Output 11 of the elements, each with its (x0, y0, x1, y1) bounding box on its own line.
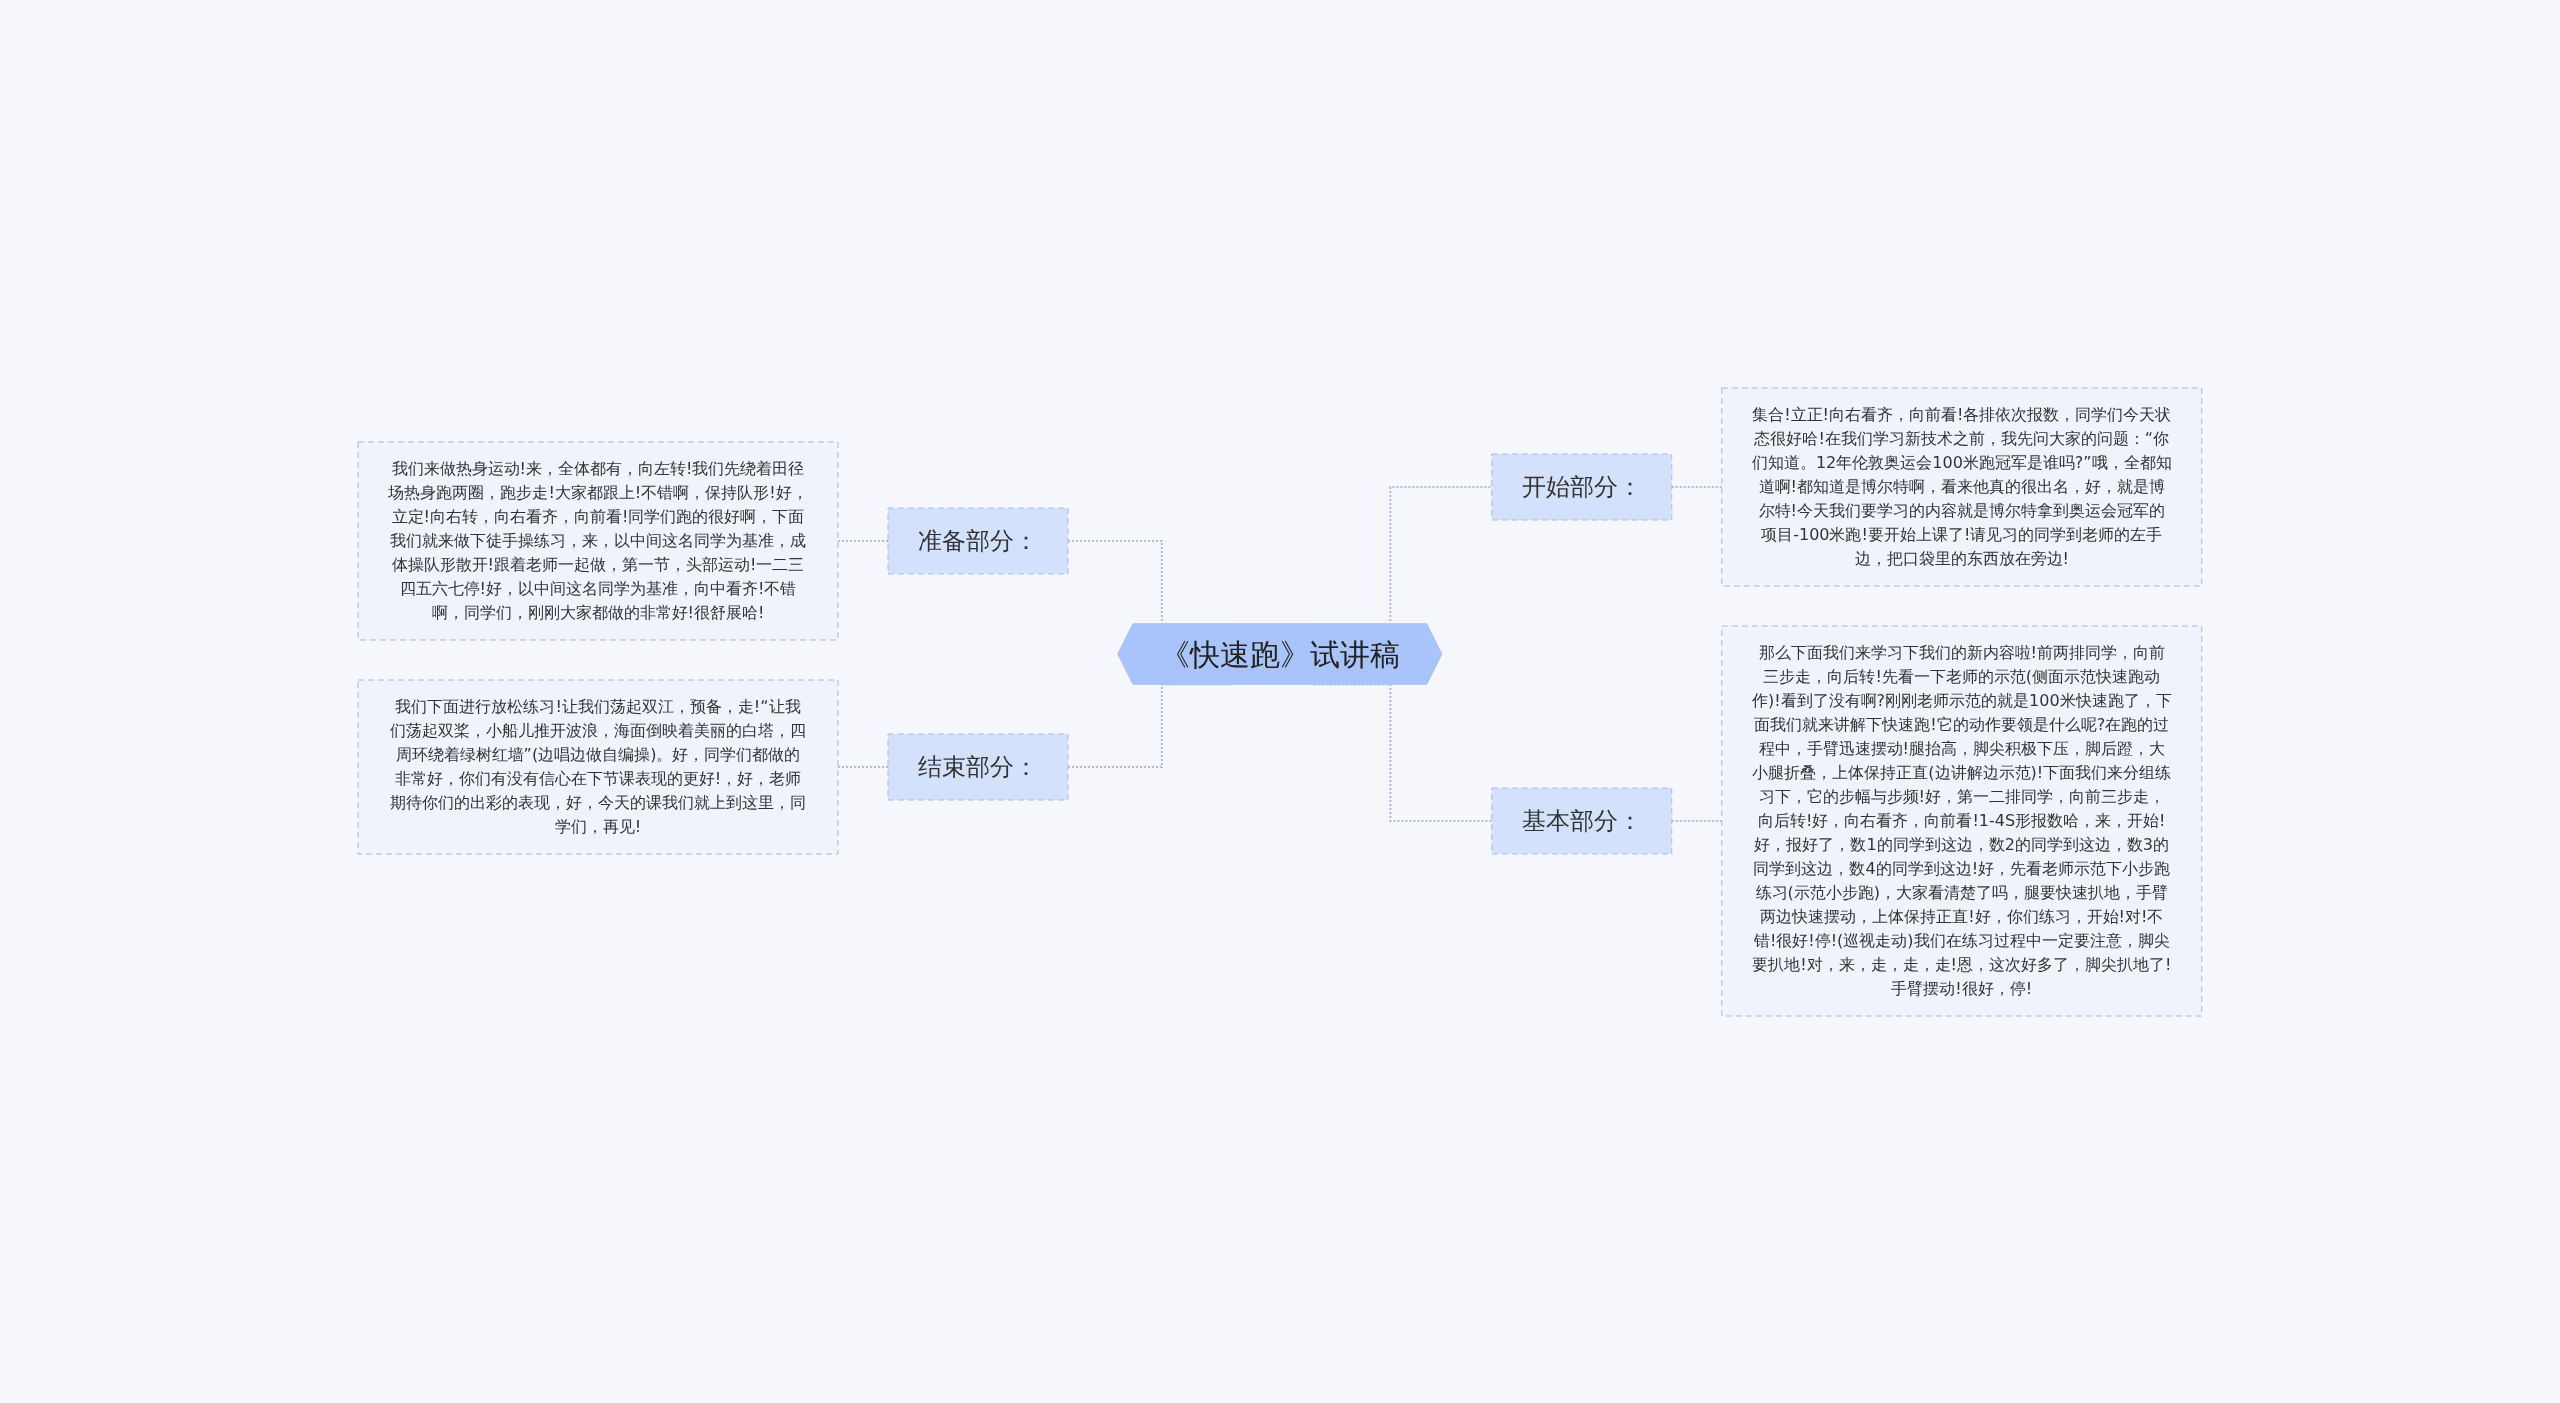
connector (1313, 683, 1493, 822)
node-box: 我们来做热身运动!来，全体都有，向左转!我们先绕着田径场热身跑两圈，跑步走!大家都跟上!不错啊，保持队形!好，立定!向右转，向右看齐，向前看!同学们跑的很好啊，下面我们就来做下徒手操练习，来，以中间这名同学为基准，成体操队形散开!跟着老师一起做，第一节，头部运动!一二三四五六七停!好，以中间这名同学为基准，向中看齐!不错啊，同学们，刚刚大家都做的非常好!很舒展哈! (357, 441, 839, 640)
node-box: 准备部分： (887, 507, 1069, 574)
node-box: 那么下面我们来学习下我们的新内容啦!前两排同学，向前三步走，向后转!先看一下老师的示范(侧面示范快速跑动作)!看到了没有啊?刚刚老师示范的就是100米快速跑了，下面我们就来讲解下快速跑!它的动作要领是什么呢?在跑的过程中，手臂迅速摆动!腿抬高，脚尖积极下压，脚后蹬，大小腿折叠，上体保持正直(边讲解边示范)!下面我们来分组练习下，它的步幅与步频!好，第一二排同学，向前三步走，向后转!好，向右看齐，向前看!1-4S形报数哈，来，开始!好，报好了，数1的同学到这边，数2的同学到这边，数3的同学到这边，数4的同学到这边!好，先看老师示范下小步跑练习(示范小步跑)，大家看清楚了吗，腿要快速扒地，手臂两边快速摆动，上体保持正直!好，你们练习，开始!对!不错!很好!停!(巡视走动)我们在练习过程中一定要注意，脚尖要扒地!对，来，走，走，走!恩，这次好多了，脚尖扒地了!手臂摆动!很好，停! (1721, 625, 2203, 1016)
node-box: 结束部分： (887, 733, 1069, 800)
node-box: 基本部分： (1491, 787, 1673, 854)
node-box: 集合!立正!向右看齐，向前看!各排依次报数，同学们今天状态很好哈!在我们学习新技术之前，我先问大家的问题：“你们知道。12年伦敦奥运会100米跑冠军是谁吗?”哦，全都知道啊!都知道是博尔特啊，看来他真的很出名，好，就是博尔特!今天我们要学习的内容就是博尔特拿到奥运会冠军的项目-100米跑!要开始上课了!请见习的同学到老师的左手边，把口袋里的东西放在旁边! (1721, 387, 2203, 586)
connector (1670, 819, 1723, 822)
node-box: 我们下面进行放松练习!让我们荡起双江，预备，走!“让我们荡起双桨，小船儿推开波浪，海面倒映着美丽的白塔，四周环绕着绿树红墙”(边唱边做自编操)。好，同学们都做的非常好，你们有没有信心在下节课表现的更好!，好，老师期待你们的出彩的表现，好，今天的课我们就上到这里，同学们，再见! (357, 679, 839, 854)
node-box: 开始部分： (1491, 453, 1673, 520)
connector (1670, 485, 1723, 488)
